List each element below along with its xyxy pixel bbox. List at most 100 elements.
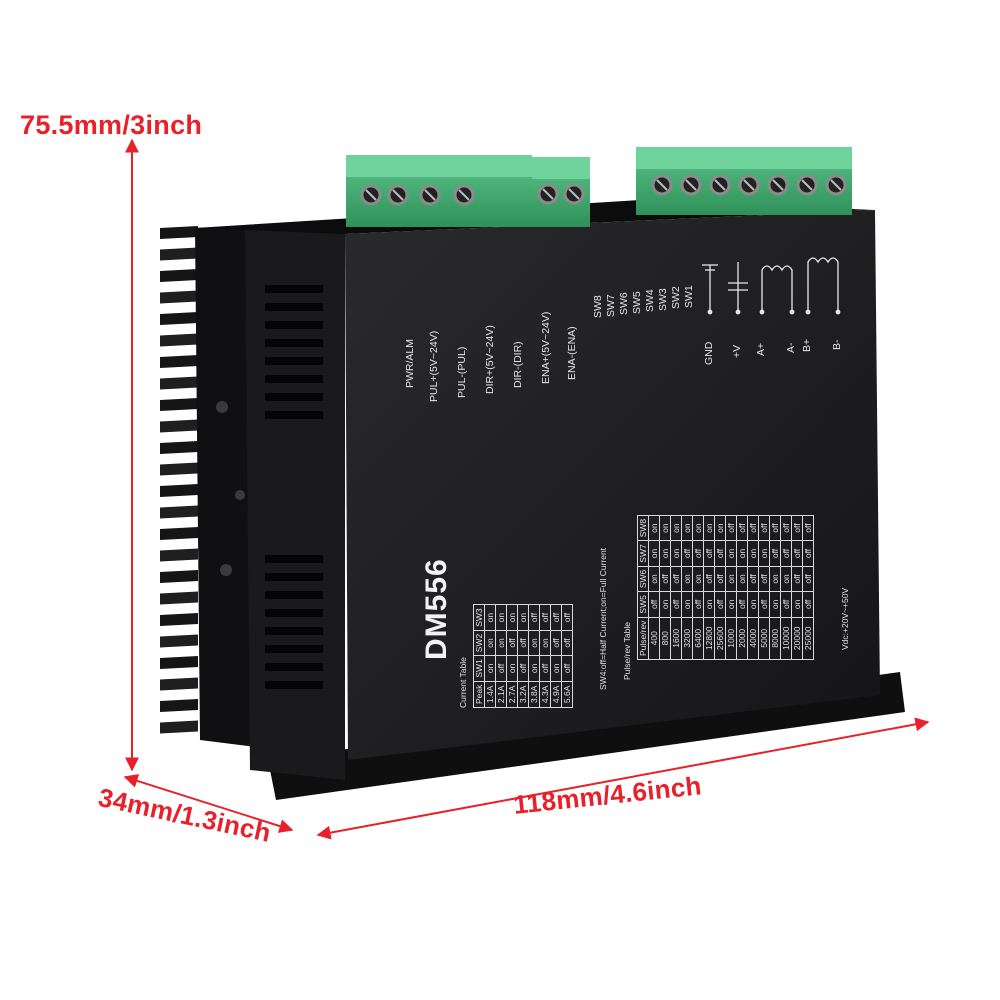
heatsink-fin xyxy=(160,355,198,368)
table-cell: off xyxy=(747,566,759,592)
table-cell: off xyxy=(780,540,792,567)
heatsink-fin xyxy=(160,269,198,282)
vent-slot xyxy=(265,591,323,599)
table-cell: on xyxy=(648,540,660,567)
switch-label: SW8 xyxy=(592,295,604,318)
table-cell: on xyxy=(681,566,693,592)
table-cell: off xyxy=(758,566,770,592)
table-cell: on xyxy=(780,566,792,592)
heatsink-fin xyxy=(160,462,198,476)
table-cell: off xyxy=(747,515,759,541)
table-cell: 1000 xyxy=(725,617,737,660)
table-cell: off xyxy=(681,540,693,567)
table-cell: 2.1A xyxy=(495,681,507,708)
table-cell: on xyxy=(495,630,507,656)
heatsink-fin xyxy=(160,527,198,540)
power-label-a-minus: A- xyxy=(785,342,797,354)
heatsink-fin xyxy=(160,312,198,325)
table-cell: off xyxy=(670,591,682,618)
vent-slot xyxy=(265,411,323,419)
table-cell: off xyxy=(539,655,551,682)
terminal-screw xyxy=(360,184,382,206)
current-table-title: Current Table xyxy=(458,657,468,708)
vent-slot xyxy=(265,645,323,653)
table-cell: 4000 xyxy=(747,617,759,660)
table-cell: off xyxy=(506,630,518,656)
table-cell: off xyxy=(802,566,814,592)
table-cell: on xyxy=(736,540,748,567)
table-cell: off xyxy=(561,630,573,656)
length-arrow xyxy=(316,717,930,840)
table-cell: off xyxy=(780,591,792,618)
switch-label: SW1 xyxy=(683,284,695,308)
table-cell: off xyxy=(791,566,803,592)
heatsink-fin xyxy=(160,570,198,583)
voltage-note: Vdc:+20V~+50V xyxy=(840,587,850,650)
terminal-screw xyxy=(825,174,847,196)
table-cell: 4.9A xyxy=(550,681,562,708)
table-cell: 2.7A xyxy=(506,681,518,708)
vent-slot xyxy=(265,321,323,329)
heatsink-fin xyxy=(160,247,198,261)
signal-label: DIR-(DIR) xyxy=(512,341,524,388)
table-cell: on xyxy=(550,655,562,682)
heatsink-fins xyxy=(160,226,198,734)
heatsink-fin xyxy=(160,548,198,562)
table-cell: 25600 xyxy=(714,617,726,660)
table-cell: on xyxy=(747,591,759,618)
switch-label: SW3 xyxy=(657,287,669,311)
power-symbols xyxy=(702,257,839,310)
side-vents xyxy=(265,285,323,689)
table-cell: off xyxy=(703,540,715,567)
power-label-v: +V xyxy=(731,344,743,358)
terminal-dots xyxy=(707,309,841,315)
signal-label: PWR/ALM xyxy=(404,338,416,388)
terminal-screw xyxy=(537,183,559,205)
table-cell: off xyxy=(736,515,748,541)
table-cell: on xyxy=(725,566,737,592)
signal-terminal-block xyxy=(346,155,532,227)
table-cell: off xyxy=(758,591,770,618)
table-cell: off xyxy=(791,540,803,567)
table-cell: on xyxy=(703,591,715,618)
table-cell: off xyxy=(659,566,671,592)
table-cell: on xyxy=(528,630,540,656)
signal-label: ENA+(5V~24V) xyxy=(540,311,552,384)
table-cell: 400 xyxy=(648,617,660,660)
table-cell: on xyxy=(659,591,671,618)
signal-label: DIR+(5V~24V) xyxy=(484,325,496,394)
vent-slot xyxy=(265,285,323,293)
power-label-gnd: GND xyxy=(703,341,715,365)
table-cell: on xyxy=(484,630,496,656)
table-header: SW2 xyxy=(473,630,485,656)
table-cell: off xyxy=(517,630,529,656)
table-header: SW7 xyxy=(637,540,649,567)
table-cell: on xyxy=(736,566,748,592)
table-header: Peak xyxy=(473,681,485,708)
table-cell: off xyxy=(692,540,704,567)
table-cell: on xyxy=(725,540,737,567)
heatsink-fin xyxy=(160,333,198,347)
heatsink-fin xyxy=(160,656,198,669)
table-cell: off xyxy=(550,604,562,631)
table-cell: off xyxy=(517,655,529,682)
table-cell: off xyxy=(561,655,573,682)
vent-slot xyxy=(265,627,323,635)
heatsink-fin xyxy=(160,419,198,433)
table-cell: 5000 xyxy=(758,617,770,660)
switch-label: SW6 xyxy=(618,292,630,315)
heatsink-fin xyxy=(160,376,198,390)
table-cell: on xyxy=(769,566,781,592)
table-cell: on xyxy=(714,515,726,541)
table-cell: 3200 xyxy=(681,617,693,660)
